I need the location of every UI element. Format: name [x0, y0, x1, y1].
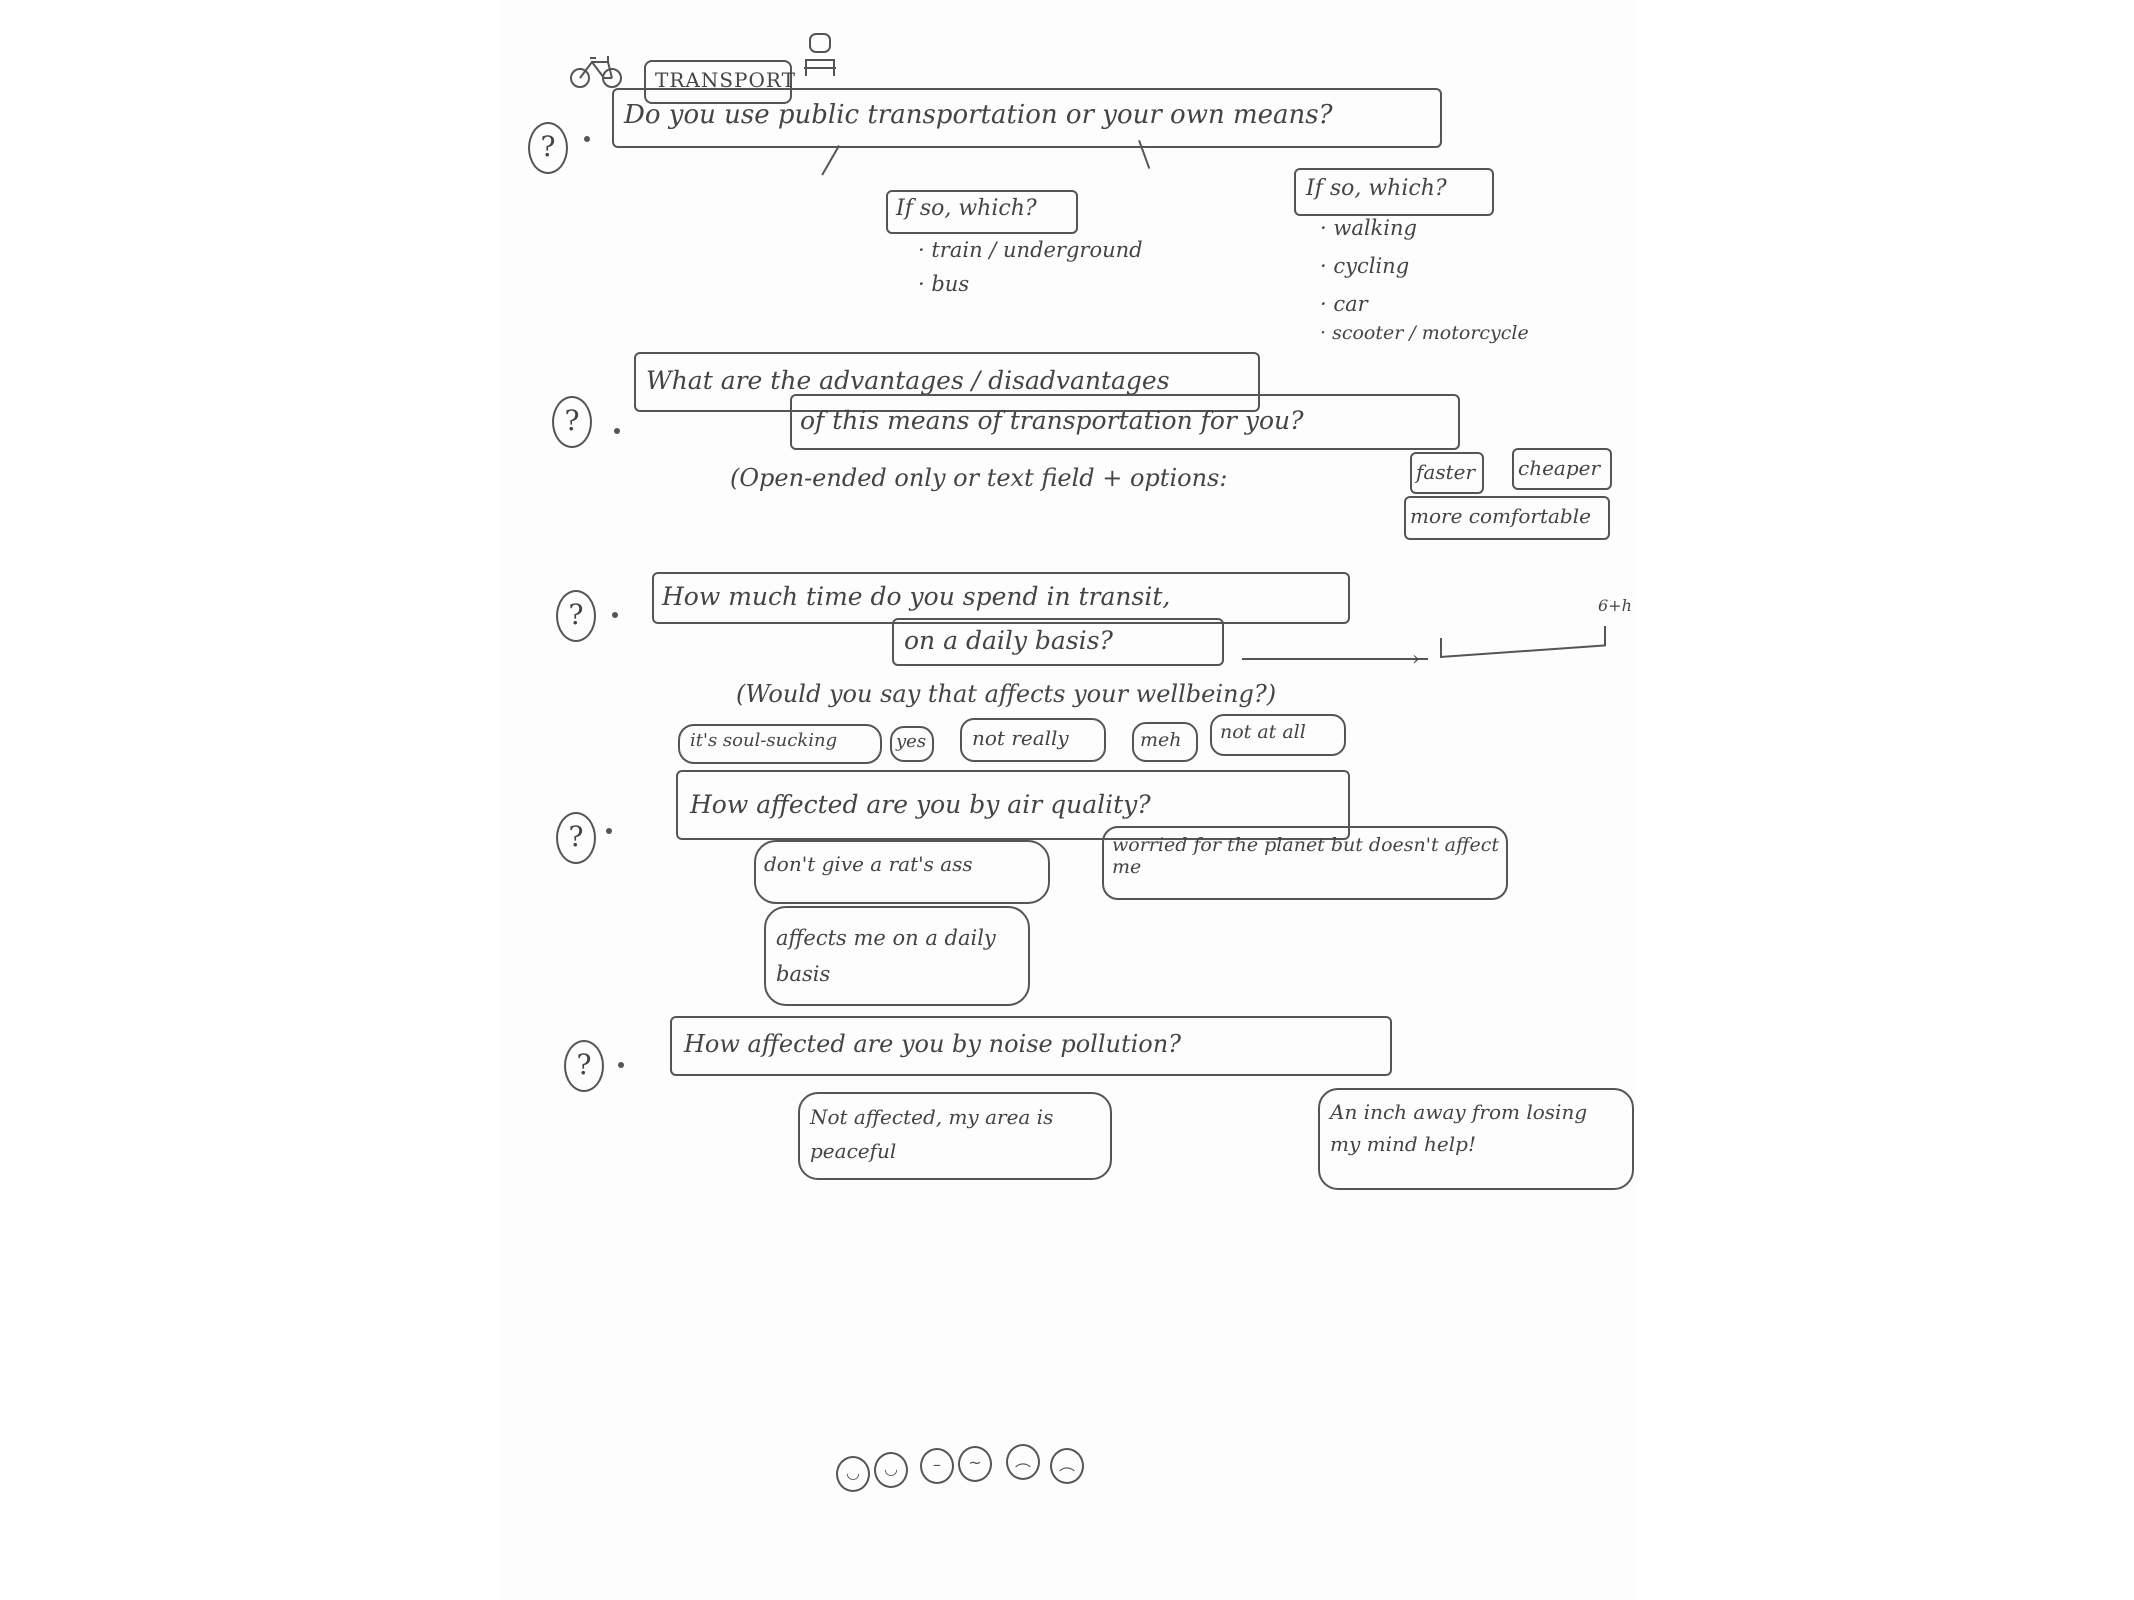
option-dont-care: don't give a rat's ass	[764, 852, 973, 876]
question-mark-icon: ?	[528, 122, 568, 174]
option-box	[1404, 496, 1610, 540]
option-box	[1512, 448, 1612, 490]
scale-end-label: 6+h	[1598, 596, 1632, 615]
arrow-line	[1242, 658, 1428, 660]
neutral-face-icon: –	[920, 1448, 954, 1484]
option-box	[1210, 714, 1346, 756]
question-mark-icon: ?	[564, 1040, 604, 1092]
option-not-really: not really	[972, 726, 1069, 750]
bullet	[618, 1062, 624, 1068]
option-box	[1102, 826, 1508, 900]
q1-question: Do you use public transportation or your…	[624, 100, 1333, 130]
option-box	[678, 724, 882, 764]
option-box	[1318, 1088, 1634, 1190]
q4-box	[676, 770, 1350, 840]
q2-box-line2	[790, 394, 1460, 450]
option-not-at-all: not at all	[1220, 721, 1306, 743]
q2-question-line1: What are the advantages / disadvantages	[646, 366, 1170, 395]
bullet	[614, 428, 620, 434]
branch-line	[821, 145, 840, 176]
bullet	[612, 612, 618, 618]
q2-note: (Open-ended only or text field + options…	[730, 464, 1228, 492]
worried-face-icon: ~	[958, 1446, 992, 1482]
scale-tick	[1440, 638, 1442, 658]
q1-own-heading: If so, which?	[1306, 176, 1447, 201]
crying-face-icon: ︵	[1050, 1448, 1084, 1484]
list-item: · scooter / motorcycle	[1320, 322, 1529, 344]
q1-box	[612, 88, 1442, 148]
q1-own-box	[1294, 168, 1494, 216]
arrow-head: ›	[1412, 646, 1420, 670]
option-faster: faster	[1416, 460, 1476, 484]
q3-question-line2: on a daily basis?	[904, 626, 1113, 655]
option-box	[798, 1092, 1112, 1180]
person-icon	[804, 33, 836, 76]
list-item: · walking	[1320, 216, 1417, 240]
q2-box-line1	[634, 352, 1260, 412]
bicycle-icon	[570, 56, 622, 88]
option-box	[1132, 722, 1198, 762]
q5-box	[670, 1016, 1392, 1076]
option-cheaper: cheaper	[1518, 456, 1601, 480]
q3-box-line2	[892, 618, 1224, 666]
q1-public-box	[886, 190, 1078, 234]
sad-face-icon: ︵	[1006, 1444, 1040, 1480]
list-item: · cycling	[1320, 254, 1410, 278]
option-meh: meh	[1140, 729, 1182, 751]
question-mark-icon: ?	[556, 812, 596, 864]
option-more-comfortable: more comfortable	[1410, 504, 1591, 528]
option-losing-mind: An inch away from losing my mind help!	[1330, 1100, 1588, 1156]
option-affects-daily: affects me on a daily basis	[776, 926, 996, 986]
option-box	[1410, 452, 1484, 494]
list-item: · car	[1320, 292, 1368, 316]
title-box	[644, 60, 792, 104]
option-box	[764, 906, 1030, 1006]
list-item: · train / underground	[918, 238, 1143, 262]
question-mark-icon: ?	[552, 396, 592, 448]
option-box	[754, 840, 1050, 904]
q3-box-line1	[652, 572, 1350, 624]
time-scale	[1440, 644, 1606, 658]
q3-question-line1: How much time do you spend in transit,	[662, 582, 1171, 611]
question-mark-icon: ?	[556, 590, 596, 642]
q5-question: How affected are you by noise pollution?	[684, 1030, 1182, 1058]
laughing-face-icon: ◡	[836, 1456, 870, 1492]
list-item: · bus	[918, 272, 970, 296]
scale-tick	[1604, 626, 1606, 646]
q2-question-line2: of this means of transportation for you?	[800, 406, 1304, 435]
option-not-affected: Not affected, my area is peaceful	[810, 1105, 1054, 1163]
bullet	[584, 136, 590, 142]
option-box	[890, 726, 934, 762]
q4-question: How affected are you by air quality?	[690, 790, 1151, 819]
option-soul-sucking: it's soul-sucking	[690, 730, 838, 751]
q1-public-heading: If so, which?	[896, 196, 1037, 221]
option-worried-planet: worried for the planet but doesn't affec…	[1112, 834, 1499, 878]
q3-followup: (Would you say that affects your wellbei…	[736, 680, 1277, 708]
bullet	[606, 828, 612, 834]
sketch-page: TRANSPORT ? Do you use public transporta…	[500, 0, 1635, 1600]
smiling-face-icon: ◡	[874, 1452, 908, 1488]
option-yes: yes	[896, 731, 927, 752]
option-box	[960, 718, 1106, 762]
